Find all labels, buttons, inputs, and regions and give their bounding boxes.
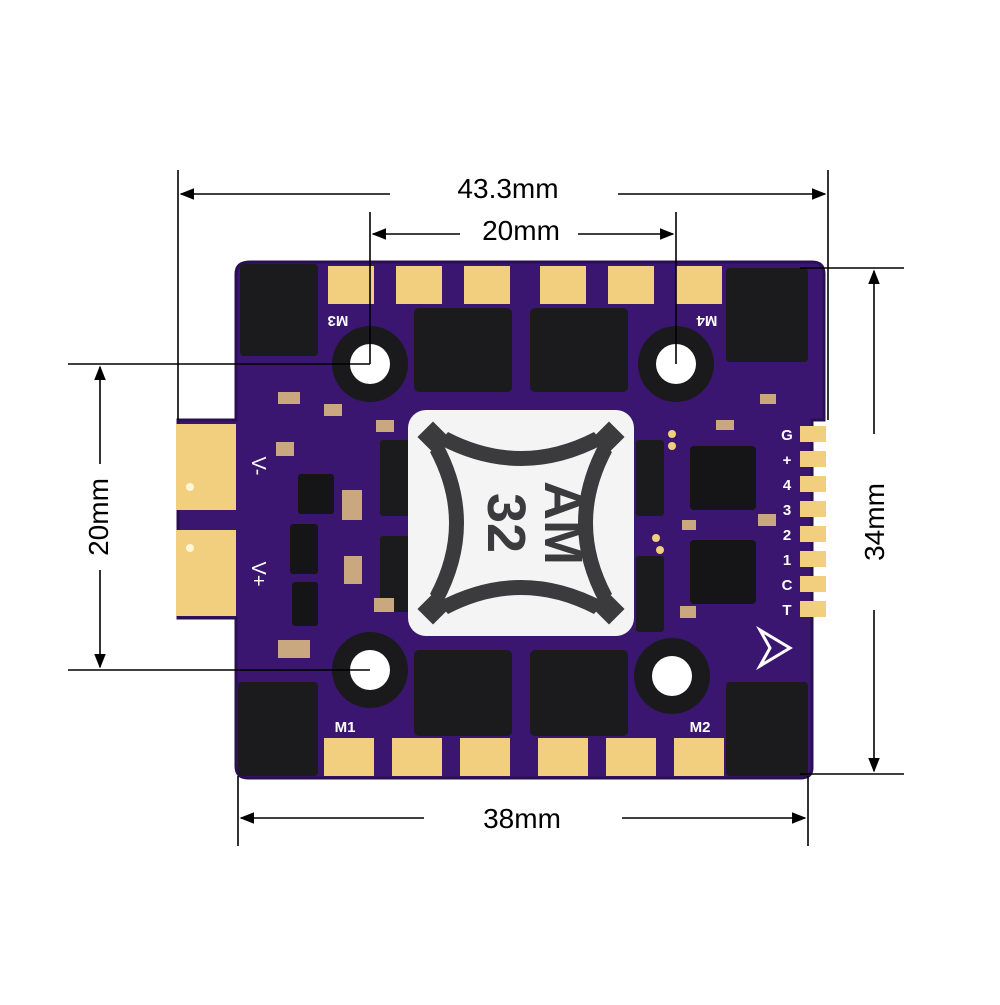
motor-pads-top bbox=[328, 266, 722, 304]
pin-label-1: 1 bbox=[783, 552, 791, 569]
motor-label-m2: M2 bbox=[690, 719, 711, 736]
motor-label-m3: M3 bbox=[328, 312, 349, 329]
dim-label-mount-vertical: 20mm bbox=[83, 478, 114, 556]
pin-label-3: 3 bbox=[783, 502, 791, 519]
corner-component-top-right bbox=[726, 268, 808, 362]
pin-label-g: G bbox=[781, 427, 793, 444]
esc-board: G + 4 3 2 1 C T bbox=[176, 260, 826, 780]
power-pad-negative bbox=[176, 424, 236, 510]
motor-label-m4: M4 bbox=[696, 312, 717, 329]
motor-pads-bottom bbox=[324, 738, 724, 776]
dim-label-board-width: 38mm bbox=[483, 803, 561, 834]
logo-text-am: AM bbox=[533, 481, 593, 565]
pin-label-c: C bbox=[782, 577, 793, 594]
pin-label-2: 2 bbox=[783, 527, 791, 544]
corner-component-bottom-right bbox=[726, 682, 808, 776]
signal-pads bbox=[800, 426, 826, 617]
dimension-lines bbox=[68, 170, 904, 846]
power-label-negative: V- bbox=[247, 457, 269, 476]
corner-component-top-left bbox=[240, 264, 318, 356]
signal-pin-labels: G + 4 3 2 1 C T bbox=[781, 427, 793, 619]
power-label-positive: V+ bbox=[247, 561, 269, 586]
power-pad-positive bbox=[176, 530, 236, 616]
corner-component-bottom-left bbox=[238, 682, 318, 776]
mosfets bbox=[414, 308, 628, 736]
dim-label-overall-width: 43.3mm bbox=[457, 173, 558, 204]
motor-label-m1: M1 bbox=[335, 719, 356, 736]
mounting-hole-bottom-right bbox=[634, 638, 710, 714]
am32-logo-label: AM 32 bbox=[408, 410, 634, 636]
dim-label-mount-horizontal: 20mm bbox=[482, 215, 560, 246]
orientation-arrow-icon bbox=[755, 625, 793, 671]
logo-text-32: 32 bbox=[476, 493, 536, 553]
mounting-holes bbox=[332, 326, 714, 714]
dim-label-board-height: 34mm bbox=[859, 483, 890, 561]
pin-label-t: T bbox=[782, 602, 791, 619]
pin-label-plus: + bbox=[783, 452, 792, 469]
smd-components bbox=[276, 392, 776, 658]
mcu-chips bbox=[690, 446, 756, 604]
pin-label-4: 4 bbox=[783, 477, 792, 494]
